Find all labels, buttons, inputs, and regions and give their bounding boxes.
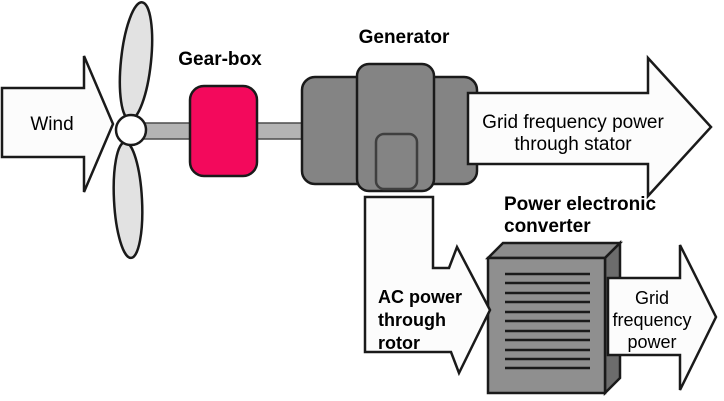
converter-box (484, 239, 624, 397)
stator-power-label-line2: through stator (514, 134, 632, 155)
rotor-power-label-line1: AC power (378, 287, 462, 307)
rotor-power-label-line3: rotor (378, 333, 420, 353)
wind-arrow (0, 55, 115, 193)
rotor-power-label-line2: through (378, 310, 446, 330)
turbine-rotor (112, 1, 154, 260)
turbine-blade-lower (112, 140, 144, 260)
stator-power-label-line1: Grid frequency power (482, 112, 664, 133)
grid-power-label-line2: frequency (612, 310, 691, 330)
stator-power-arrow (466, 54, 713, 200)
wind-label: Wind (30, 114, 73, 135)
converter-label-line1: Power electronic (504, 194, 656, 215)
gearbox-label: Gear-box (178, 49, 262, 70)
generator-label: Generator (359, 27, 450, 48)
converter-box-front-face (486, 256, 607, 395)
grid-power-label-line3: power (627, 332, 676, 352)
turbine-hub (114, 113, 148, 147)
converter-label-line2: converter (504, 216, 591, 237)
generator-block (300, 62, 479, 193)
turbine-blade-upper (118, 1, 154, 121)
gearbox-block (188, 84, 259, 178)
rotor-power-arrow (363, 195, 492, 377)
grid-power-label-line1: Grid (635, 288, 669, 308)
converter-box-top-face (484, 241, 624, 260)
generator-rotor-housing (355, 62, 436, 193)
generator-terminal-box (374, 132, 419, 191)
converter-vent-fins (505, 272, 590, 370)
grid-power-arrow (606, 244, 718, 391)
